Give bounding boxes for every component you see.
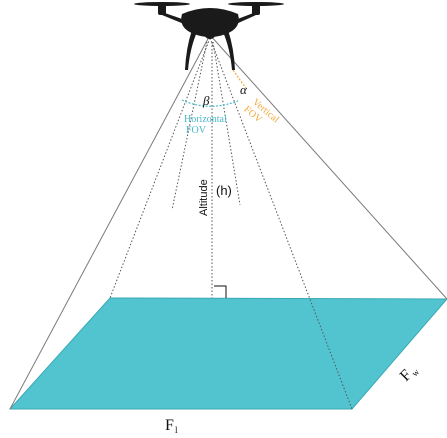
beta-label: β (202, 93, 210, 108)
fl-label-subscript: l (175, 425, 178, 435)
fl-label-main: F (165, 417, 174, 434)
fl-label: F l (165, 417, 178, 435)
dotted-line-inner-left (171, 41, 208, 211)
vertical-fov-arc (232, 69, 247, 89)
dotted-lines (109, 37, 353, 410)
frustum-lines (9, 34, 447, 410)
ground-footprint (8, 297, 447, 410)
height-label: (h) (216, 183, 232, 198)
horizontal-fov-label-line1: Horizontal (184, 114, 227, 125)
dotted-line-back-left (109, 37, 211, 299)
horizontal-fov-label-line2: FOV (186, 125, 207, 136)
horizontal-fov-arc (181, 99, 239, 107)
frustum-edge-left (9, 34, 211, 410)
fw-label: F w (397, 366, 422, 384)
quadcopter-drone-icon (134, 2, 284, 70)
alpha-label: α (240, 82, 248, 97)
altitude-label: Altitude (198, 179, 210, 216)
frustum-edge-right (209, 34, 447, 300)
dotted-line-inner-right (212, 41, 241, 206)
right-angle-marker (214, 285, 227, 298)
